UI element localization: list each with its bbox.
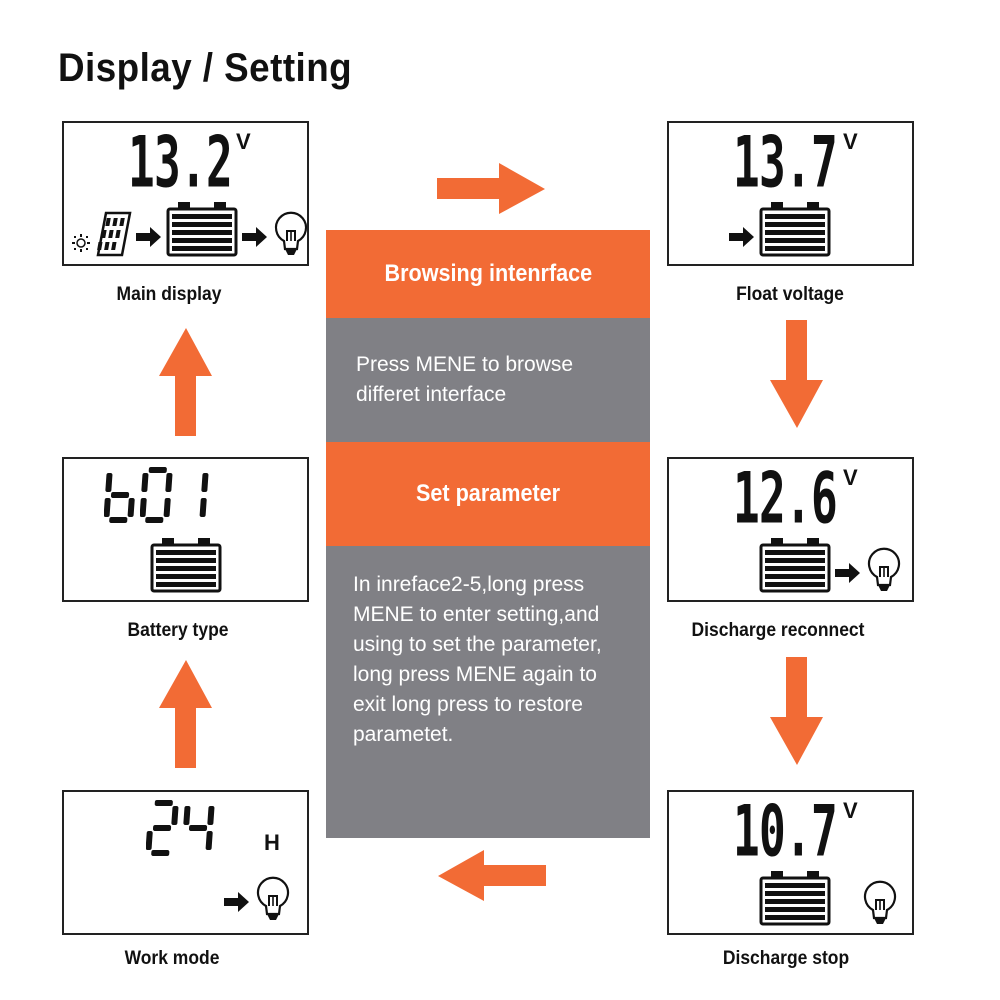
- browse-text: Press MENE to browse differet interface: [326, 318, 650, 442]
- screen-label: Float voltage: [736, 284, 844, 305]
- unit-label: V: [236, 129, 251, 154]
- screen-label: Discharge reconnect: [691, 620, 865, 641]
- sun-icon: [70, 233, 92, 257]
- lcd-main-display: 13.2 V: [62, 121, 309, 266]
- bulb-icon: [865, 547, 903, 593]
- arrow-up-icon: [159, 660, 212, 768]
- arrow-up-icon: [159, 328, 212, 436]
- arrow-right-icon: [437, 163, 545, 214]
- battery-icon: [759, 201, 831, 257]
- instructions-panel: Browsing intenrface Press MENE to browse…: [326, 230, 650, 838]
- arrow-right-icon: [242, 217, 268, 257]
- solar-panel-icon: [96, 211, 132, 257]
- unit-label: V: [843, 129, 858, 154]
- screen-label: Work mode: [124, 948, 220, 969]
- unit-label: V: [843, 798, 858, 823]
- unit-label: V: [843, 465, 858, 490]
- bulb-icon: [272, 211, 310, 257]
- unit-label: H: [264, 830, 280, 855]
- battery-icon: [166, 201, 238, 257]
- icon-row: [224, 876, 292, 922]
- icon-row: [759, 537, 903, 593]
- digit-display: [104, 467, 212, 523]
- lcd-digit: [104, 473, 135, 523]
- battery-icon: [759, 870, 831, 926]
- icon-row: [729, 201, 831, 257]
- lcd-discharge-stop: 10.7 V: [667, 790, 914, 935]
- lcd-battery-type: [62, 457, 309, 602]
- set-text: In inreface2-5,long press MENE to enter …: [326, 546, 650, 838]
- lcd-digit: [199, 473, 209, 517]
- arrow-right-icon: [835, 553, 861, 593]
- arrow-left-icon: [438, 850, 546, 901]
- bulb-icon: [861, 880, 899, 926]
- icon-row: [759, 870, 899, 926]
- lcd-float-voltage: 13.7 V: [667, 121, 914, 266]
- arrow-right-icon: [729, 217, 755, 257]
- digit-display: 12.6: [733, 457, 838, 541]
- arrow-right-icon: [136, 217, 162, 257]
- screen-label: Main display: [116, 284, 222, 305]
- set-header-text: Set parameter: [415, 480, 561, 507]
- digit-display: [146, 800, 218, 856]
- lcd-digit: [183, 806, 215, 850]
- lcd-discharge-reconnect: 12.6 V: [667, 457, 914, 602]
- set-header: Set parameter: [326, 442, 650, 546]
- bulb-icon: [254, 876, 292, 922]
- battery-icon: [150, 537, 222, 593]
- lcd-digit: [146, 800, 179, 856]
- icon-row: [70, 201, 310, 257]
- icon-row: [150, 537, 222, 593]
- digit-display: 13.2: [128, 121, 233, 205]
- screen-label: Battery type: [127, 620, 229, 641]
- lcd-digit: [140, 467, 173, 523]
- battery-icon: [759, 537, 831, 593]
- page-title: Display / Setting: [58, 46, 353, 90]
- digit-display: 13.7: [733, 121, 838, 205]
- screen-label: Discharge stop: [722, 948, 850, 969]
- digit-display: 10.7: [733, 790, 838, 874]
- arrow-down-icon: [770, 320, 823, 428]
- arrow-right-icon: [224, 882, 250, 922]
- arrow-down-icon: [770, 657, 823, 765]
- lcd-work-mode: H: [62, 790, 309, 935]
- browse-header: Browsing intenrface: [326, 230, 650, 318]
- browse-header-text: Browsing intenrface: [384, 260, 592, 287]
